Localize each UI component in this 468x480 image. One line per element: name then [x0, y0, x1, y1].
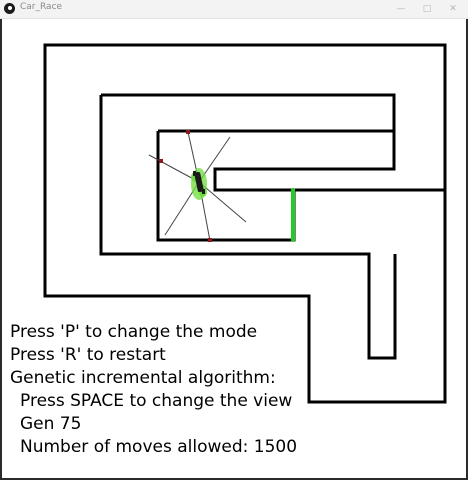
window-title: Car_Race [20, 2, 63, 12]
sensor-ray [198, 181, 247, 223]
sensor-hit-marker [208, 238, 212, 242]
track-inner-wall [156, 131, 296, 242]
sensor-hit-marker [159, 159, 163, 163]
game-canvas[interactable]: Press 'P' to change the mode Press 'R' t… [2, 19, 466, 478]
hud-generation: Gen 75 [20, 414, 82, 434]
track-middle-wall-lower [99, 95, 397, 360]
title-bar[interactable]: Car_Race — □ ✕ [0, 0, 468, 19]
minimize-button[interactable]: — [396, 4, 406, 14]
hud-text: Press 'P' to change the mode Press 'R' t… [10, 321, 297, 459]
sensor-ray [148, 154, 200, 183]
race-track [43, 43, 447, 404]
hud-mode-hint: Press 'P' to change the mode [10, 322, 258, 342]
car [191, 168, 207, 200]
hud-view-hint: Press SPACE to change the view [20, 391, 293, 411]
hud-moves-allowed: Number of moves allowed: 1500 [20, 437, 298, 457]
close-button[interactable]: ✕ [449, 4, 457, 14]
app-icon [4, 3, 15, 14]
maximize-button[interactable]: □ [422, 4, 432, 14]
hud-algorithm-label: Genetic incremental algorithm: [10, 368, 276, 388]
hud-restart-hint: Press 'R' to restart [10, 345, 166, 365]
sensor-hit-marker [186, 130, 190, 134]
track-outer-wall [43, 43, 447, 404]
track-middle-wall [101, 93, 445, 192]
